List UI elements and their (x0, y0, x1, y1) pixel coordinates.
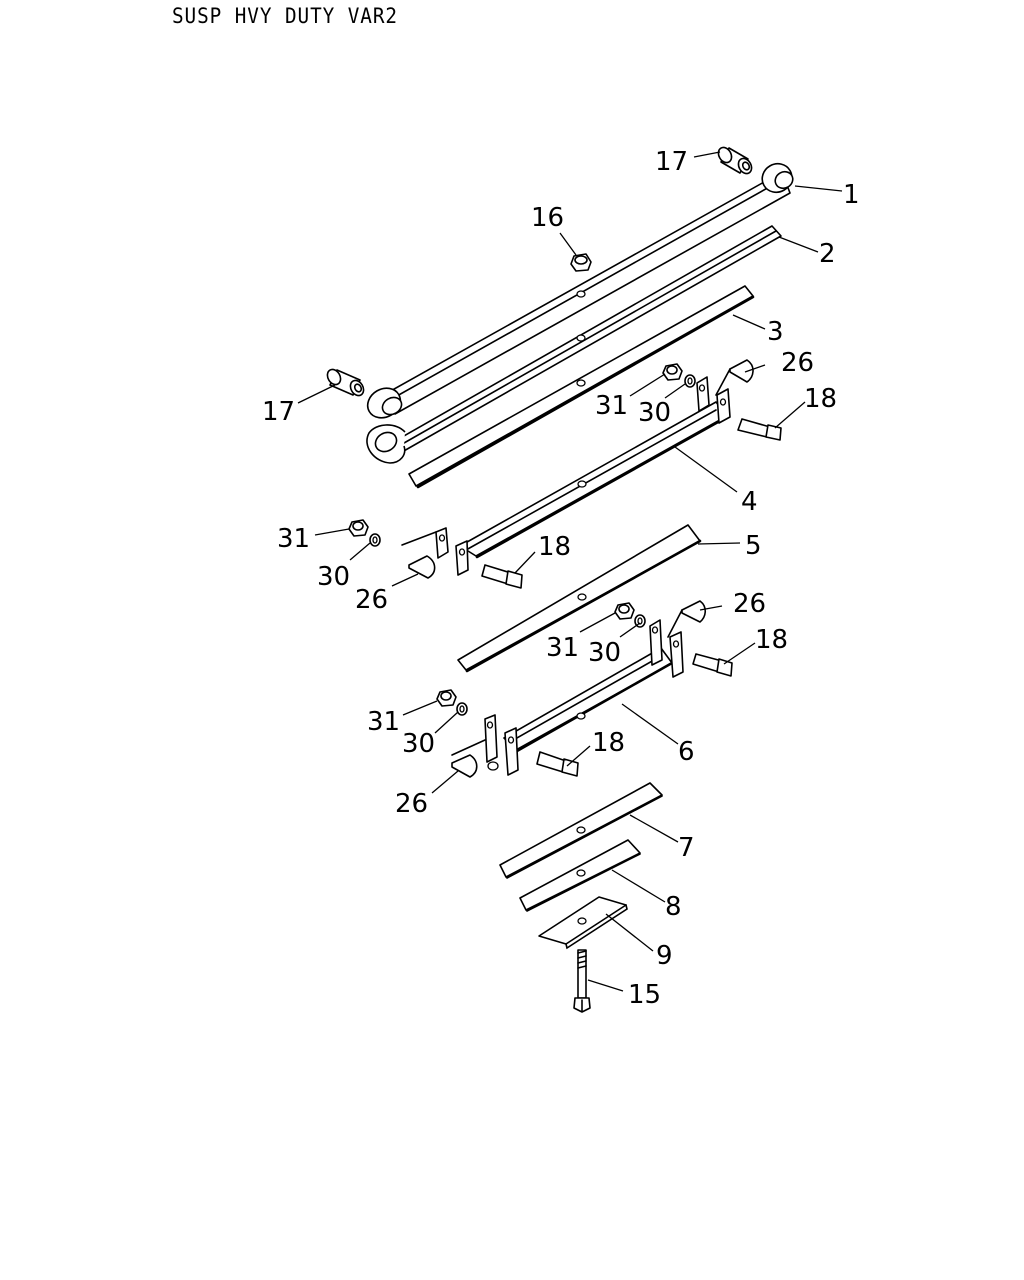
center-bolt-15 (573, 949, 591, 1013)
callout-7: 7 (678, 833, 695, 863)
bracket-right-lower (649, 600, 733, 678)
bracket-left-lower (451, 714, 579, 778)
leaf-2 (366, 225, 782, 464)
callouts: 1 2 3 4 5 6 7 8 9 15 16 17 17 18 18 18 1… (262, 147, 860, 1010)
callout-2: 2 (819, 239, 836, 269)
callout-30-d: 30 (402, 729, 435, 759)
callout-31-d: 31 (367, 707, 400, 737)
bracket-right-upper (696, 359, 782, 441)
callout-26-c: 26 (733, 589, 766, 619)
leaf-3 (408, 285, 755, 489)
callout-16: 16 (531, 203, 564, 233)
leaf-6 (503, 647, 674, 753)
callout-18-d: 18 (592, 728, 625, 758)
callout-26-b: 26 (355, 585, 388, 615)
bushing-17-upper (717, 146, 753, 175)
diagram-title: SUSP HVY DUTY VAR2 (172, 4, 398, 28)
callout-5: 5 (745, 531, 762, 561)
callout-26-d: 26 (395, 789, 428, 819)
nut-16 (570, 253, 592, 272)
callout-3: 3 (767, 317, 784, 347)
leaf-7 (499, 782, 663, 879)
callout-18-a: 18 (804, 384, 837, 414)
callout-30-b: 30 (317, 562, 350, 592)
bushing-17-lower (326, 368, 365, 397)
leaf-5 (457, 524, 702, 673)
leader-lines (297, 151, 843, 992)
callout-9: 9 (656, 941, 673, 971)
bracket-left-upper (401, 527, 523, 589)
callout-31-b: 31 (277, 524, 310, 554)
callout-17-lower: 17 (262, 397, 295, 427)
callout-18-c: 18 (755, 625, 788, 655)
callout-26-a: 26 (781, 348, 814, 378)
callout-15: 15 (628, 980, 661, 1010)
callout-8: 8 (665, 892, 682, 922)
callout-31-c: 31 (546, 633, 579, 663)
callout-30-c: 30 (588, 638, 621, 668)
callout-17-upper: 17 (655, 147, 688, 177)
leaf-1 (366, 162, 794, 419)
spacer-plate-9 (538, 896, 628, 950)
callout-6: 6 (678, 737, 695, 767)
callout-4: 4 (741, 487, 758, 517)
callout-30-a: 30 (638, 398, 671, 428)
callout-1: 1 (843, 180, 860, 210)
callout-31-a: 31 (595, 391, 628, 421)
callout-18-b: 18 (538, 532, 571, 562)
leaf-8 (519, 839, 641, 912)
